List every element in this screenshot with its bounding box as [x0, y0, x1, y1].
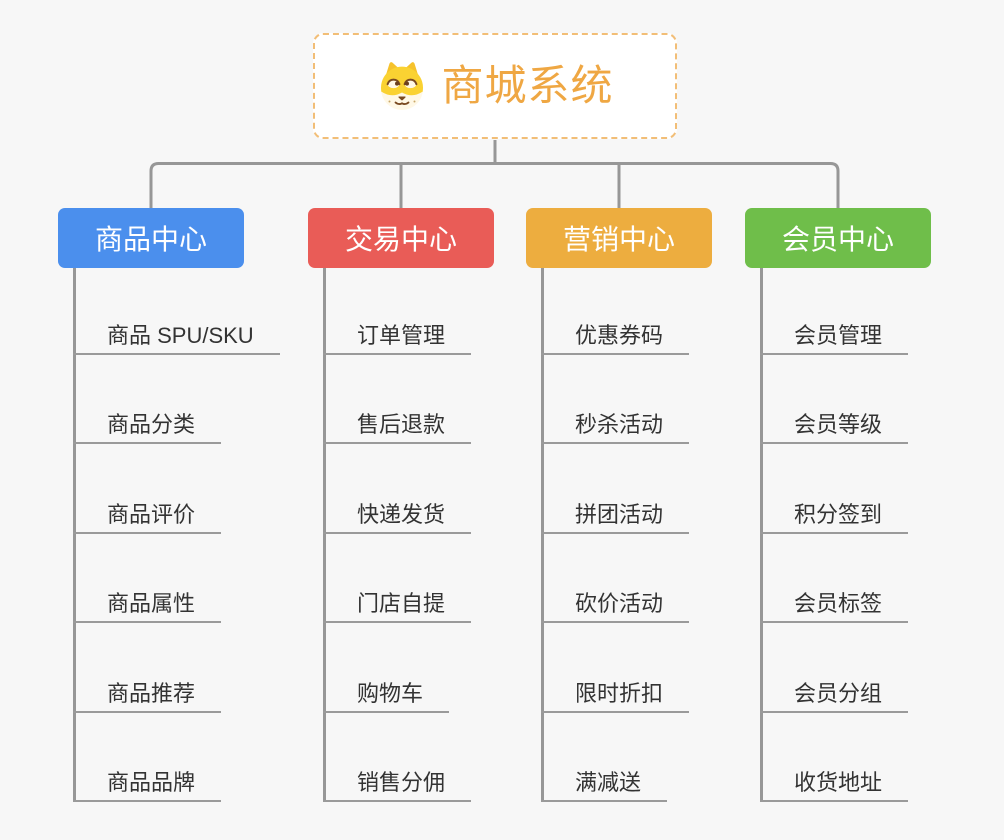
leaf-label: 会员管理 [794, 323, 883, 348]
branch-label: 交易中心 [344, 224, 457, 255]
leaf-label: 砍价活动 [575, 591, 664, 616]
leaf-node[interactable]: 商品评价 [73, 501, 222, 534]
leaf-label: 商品分类 [107, 412, 196, 437]
branch-node[interactable]: 会员中心 [745, 208, 931, 268]
branch-spine-line [541, 268, 544, 802]
leaf-label: 销售分佣 [357, 770, 446, 795]
leaf-node[interactable]: 会员分组 [760, 680, 909, 713]
leaf-label: 积分签到 [794, 502, 883, 527]
leaf-node[interactable]: 售后退款 [323, 411, 472, 444]
branch-node[interactable]: 营销中心 [526, 208, 712, 268]
leaf-node[interactable]: 收货地址 [760, 769, 909, 802]
root-title: 商城系统 [441, 62, 614, 109]
leaf-label: 会员分组 [794, 681, 883, 706]
leaf-label: 商品 SPU/SKU [107, 323, 254, 348]
connector-path [149, 140, 840, 208]
leaf-label: 门店自提 [357, 591, 446, 616]
leaf-node[interactable]: 商品推荐 [73, 680, 222, 713]
leaf-node[interactable]: 限时折扣 [541, 680, 690, 713]
leaf-label: 商品评价 [107, 502, 196, 527]
leaf-label: 商品推荐 [107, 681, 196, 706]
leaf-node[interactable]: 商品 SPU/SKU [73, 322, 280, 355]
leaf-label: 满减送 [575, 770, 642, 795]
leaf-node[interactable]: 积分签到 [760, 501, 909, 534]
branch-spine-line [760, 268, 763, 802]
leaf-label: 会员标签 [794, 591, 883, 616]
branch-label: 营销中心 [562, 224, 675, 255]
leaf-label: 秒杀活动 [575, 412, 664, 437]
branch-label: 会员中心 [781, 224, 894, 255]
leaf-label: 商品属性 [107, 591, 196, 616]
leaf-label: 收货地址 [794, 770, 883, 795]
leaf-node[interactable]: 会员等级 [760, 411, 909, 444]
leaf-node[interactable]: 拼团活动 [541, 501, 690, 534]
leaf-label: 快递发货 [357, 502, 446, 527]
leaf-node[interactable]: 优惠券码 [541, 322, 690, 355]
leaf-node[interactable]: 门店自提 [323, 590, 472, 623]
branch-node[interactable]: 交易中心 [308, 208, 494, 268]
branch-label: 商品中心 [94, 224, 207, 255]
leaf-label: 会员等级 [794, 412, 883, 437]
leaf-node[interactable]: 商品属性 [73, 590, 222, 623]
root-node[interactable]: 商城系统 [313, 33, 677, 139]
leaf-node[interactable]: 销售分佣 [323, 769, 472, 802]
leaf-node[interactable]: 购物车 [323, 680, 450, 713]
leaf-label: 订单管理 [357, 323, 446, 348]
leaf-label: 限时折扣 [575, 681, 664, 706]
leaf-node[interactable]: 快递发货 [323, 501, 472, 534]
leaf-node[interactable]: 秒杀活动 [541, 411, 690, 444]
leaf-label: 购物车 [357, 681, 424, 706]
leaf-label: 售后退款 [357, 412, 446, 437]
leaf-node[interactable]: 商品分类 [73, 411, 222, 444]
leaf-node[interactable]: 订单管理 [323, 322, 472, 355]
leaf-label: 商品品牌 [107, 770, 196, 795]
branch-spine-line [73, 268, 76, 802]
doge-icon [376, 61, 428, 111]
leaf-label: 优惠券码 [575, 323, 664, 348]
branch-node[interactable]: 商品中心 [58, 208, 244, 268]
leaf-node[interactable]: 会员管理 [760, 322, 909, 355]
leaf-node[interactable]: 砍价活动 [541, 590, 690, 623]
leaf-label: 拼团活动 [575, 502, 664, 527]
leaf-node[interactable]: 会员标签 [760, 590, 909, 623]
branch-spine-line [323, 268, 326, 802]
leaf-node[interactable]: 商品品牌 [73, 769, 222, 802]
leaf-node[interactable]: 满减送 [541, 769, 668, 802]
